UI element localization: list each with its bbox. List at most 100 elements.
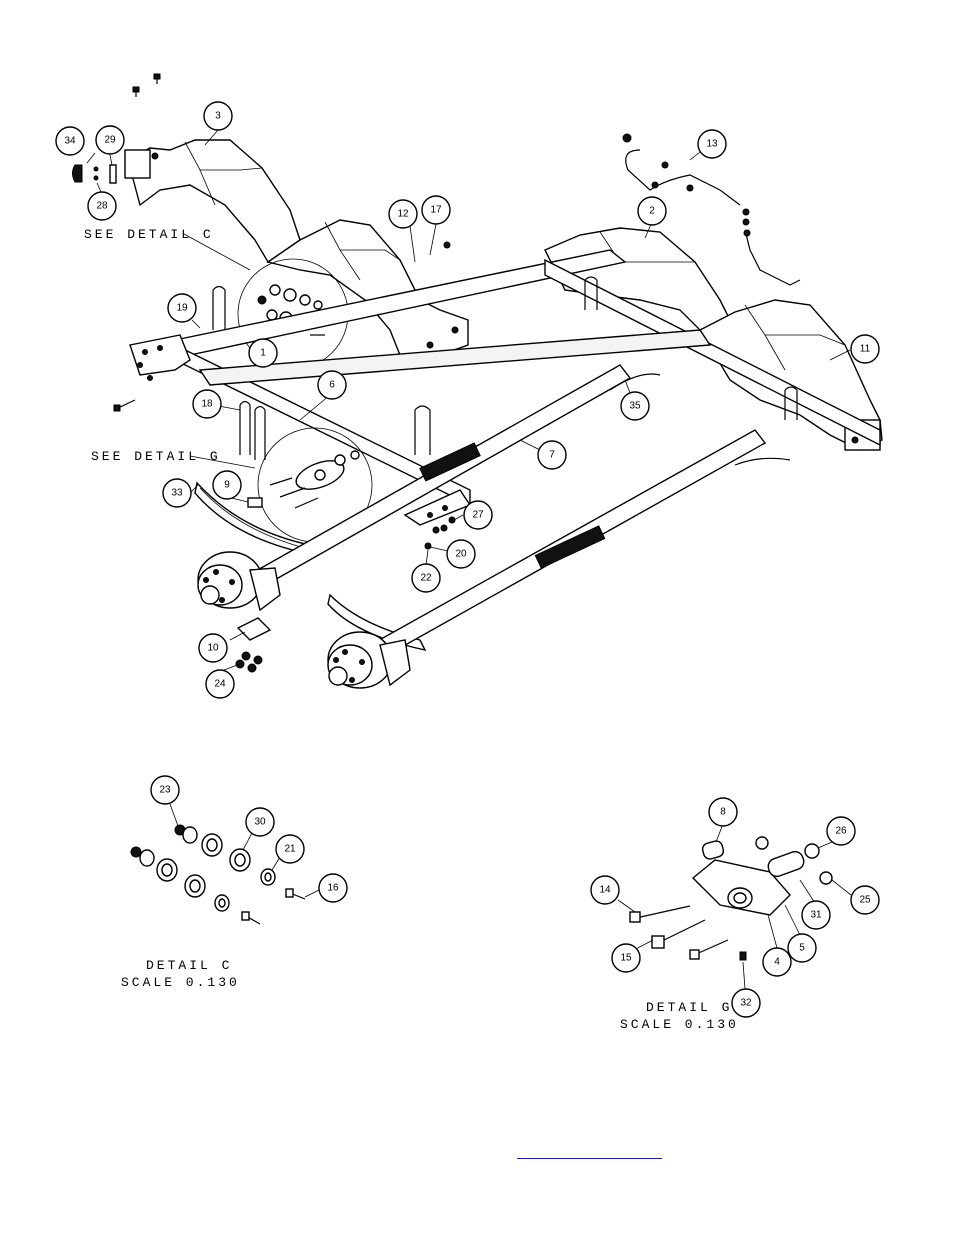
callouts: 3 34 29 28 12 17 19 1 18 6 9 33 27 20 22… (55, 101, 880, 699)
svg-text:3: 3 (215, 111, 221, 122)
svg-text:26: 26 (835, 826, 847, 837)
callout-16[interactable]: 16 (318, 873, 348, 903)
detail-g: 8 26 14 31 25 15 5 4 32 DETAIL G SCALE 0… (590, 797, 880, 1032)
callout-21[interactable]: 21 (275, 834, 305, 864)
svg-text:22: 22 (420, 573, 432, 584)
hub-front (197, 551, 281, 612)
callout-34[interactable]: 34 (55, 126, 85, 156)
svg-text:11: 11 (860, 344, 871, 355)
callout-33[interactable]: 33 (162, 478, 192, 508)
callout-8[interactable]: 8 (708, 797, 738, 827)
svg-text:20: 20 (455, 549, 467, 560)
callout-6[interactable]: 6 (317, 370, 347, 400)
nut-icon (432, 526, 440, 534)
nut-icon (440, 524, 448, 532)
tie-plate (235, 617, 272, 673)
svg-text:2: 2 (649, 206, 655, 217)
svg-text:10: 10 (207, 643, 219, 654)
u-bolts (212, 276, 798, 460)
footer-link-underline[interactable] (517, 1158, 662, 1159)
callout-32[interactable]: 32 (731, 988, 761, 1018)
see-detail-g-note: SEE DETAIL G (91, 449, 221, 464)
detail-c-leaders (169, 803, 320, 898)
detail-g-scale: SCALE 0.130 (620, 1017, 739, 1032)
callout-3[interactable]: 3 (203, 101, 233, 131)
detail-c-title: DETAIL C (146, 958, 232, 973)
detail-c-scale: SCALE 0.130 (121, 975, 240, 990)
screw-icon (132, 73, 161, 97)
svg-text:24: 24 (214, 679, 226, 690)
svg-text:4: 4 (774, 957, 780, 968)
callout-7[interactable]: 7 (537, 440, 567, 470)
svg-text:27: 27 (472, 510, 484, 521)
bolt-icon (113, 399, 136, 412)
callout-28[interactable]: 28 (87, 191, 117, 221)
callout-31[interactable]: 31 (801, 900, 831, 930)
detail-c-parts (130, 824, 306, 925)
svg-text:13: 13 (706, 139, 718, 150)
callout-12[interactable]: 12 (388, 199, 418, 229)
step-pad (419, 442, 481, 482)
brake-line (609, 133, 801, 466)
callout-11[interactable]: 11 (850, 334, 880, 364)
callout-22[interactable]: 22 (411, 563, 441, 593)
svg-text:9: 9 (224, 480, 230, 491)
svg-text:8: 8 (720, 807, 726, 818)
callout-27[interactable]: 27 (463, 500, 493, 530)
screw-icon (443, 241, 451, 249)
callout-19[interactable]: 19 (167, 293, 197, 323)
callout-13[interactable]: 13 (697, 129, 727, 159)
svg-text:19: 19 (176, 303, 188, 314)
callout-25[interactable]: 25 (850, 885, 880, 915)
svg-text:12: 12 (397, 209, 409, 220)
detail-c-callouts: 23 30 21 16 (150, 775, 348, 903)
callout-10[interactable]: 10 (198, 633, 228, 663)
callout-24[interactable]: 24 (205, 669, 235, 699)
callout-17[interactable]: 17 (421, 195, 451, 225)
left-fender-pair (124, 139, 469, 356)
svg-text:33: 33 (171, 488, 183, 499)
callout-26[interactable]: 26 (826, 816, 856, 846)
callout-23[interactable]: 23 (150, 775, 180, 805)
frame-rails (173, 249, 881, 507)
callout-29[interactable]: 29 (95, 125, 125, 155)
callout-1[interactable]: 1 (248, 338, 278, 368)
svg-text:23: 23 (159, 785, 171, 796)
main-assembly: 3 34 29 28 12 17 19 1 18 6 9 33 27 20 22… (55, 73, 883, 699)
svg-text:35: 35 (629, 401, 641, 412)
detail-g-title: DETAIL G (646, 1000, 732, 1015)
svg-text:31: 31 (810, 910, 822, 921)
left-brackets (129, 334, 472, 526)
svg-text:25: 25 (859, 895, 871, 906)
see-detail-c-note: SEE DETAIL C (84, 227, 214, 242)
detail-g-hardware (247, 450, 360, 509)
svg-text:5: 5 (799, 943, 805, 954)
svg-text:32: 32 (740, 998, 752, 1009)
svg-text:28: 28 (96, 201, 108, 212)
svg-text:17: 17 (430, 205, 442, 216)
svg-text:7: 7 (549, 450, 555, 461)
callout-5[interactable]: 5 (787, 933, 817, 963)
callout-18[interactable]: 18 (192, 389, 222, 419)
step-pad (534, 525, 606, 569)
callout-4[interactable]: 4 (762, 947, 792, 977)
callout-30[interactable]: 30 (245, 807, 275, 837)
svg-text:16: 16 (327, 883, 339, 894)
svg-text:1: 1 (260, 348, 266, 359)
callout-35[interactable]: 35 (620, 391, 650, 421)
svg-text:21: 21 (284, 844, 296, 855)
svg-text:15: 15 (620, 953, 632, 964)
svg-text:14: 14 (599, 885, 611, 896)
detail-g-parts (629, 836, 833, 961)
callout-14[interactable]: 14 (590, 875, 620, 905)
callout-9[interactable]: 9 (212, 470, 242, 500)
detail-g-leaders (617, 823, 852, 990)
callout-15[interactable]: 15 (611, 943, 641, 973)
callout-20[interactable]: 20 (446, 539, 476, 569)
svg-text:6: 6 (329, 380, 335, 391)
svg-text:29: 29 (104, 135, 116, 146)
callout-2[interactable]: 2 (637, 196, 667, 226)
nut-icon (448, 516, 456, 524)
svg-text:30: 30 (254, 817, 266, 828)
detail-g-callouts: 8 26 14 31 25 15 5 4 32 (590, 797, 880, 1018)
